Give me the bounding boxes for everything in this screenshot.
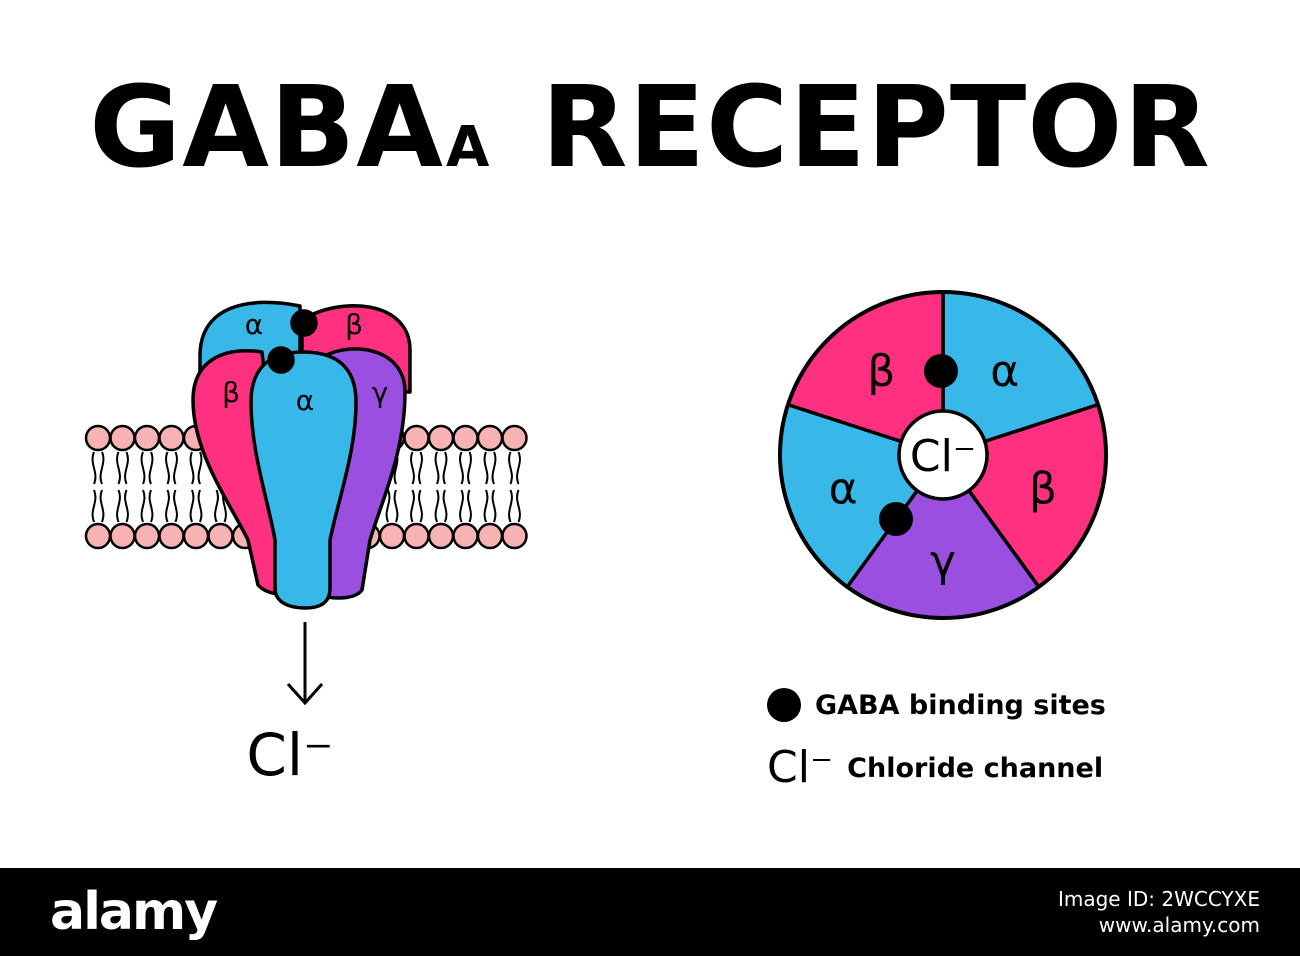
image-id-label: Image ID: 2WCCYXE <box>1057 887 1260 911</box>
lipid-molecule <box>109 424 136 485</box>
site-url: www.alamy.com <box>1098 913 1260 937</box>
lipid-molecule <box>158 489 185 550</box>
label-beta-top: β <box>345 308 363 341</box>
lipid-molecule <box>403 424 430 485</box>
lipid-molecule <box>452 424 479 485</box>
lipid-molecule <box>476 424 504 485</box>
subunit-alpha-front <box>249 350 358 610</box>
lipid-molecule <box>403 489 430 550</box>
pie-segment-label: β <box>867 346 895 397</box>
binding-site-dot-icon <box>767 688 801 722</box>
footer-image-id: Image ID: 2WCCYXE www.alamy.com <box>1058 886 1260 938</box>
chloride-channel-pore <box>897 409 989 501</box>
pore-label: Cl⁻ <box>910 431 976 482</box>
lipid-molecule <box>427 489 455 550</box>
legend-chloride-channel: Cl⁻ Chloride channel <box>767 746 1103 790</box>
label-alpha-front: α <box>296 384 314 417</box>
pie-outline <box>778 290 1108 620</box>
pie-segment-label: β <box>1029 463 1057 514</box>
gaba-binding-site-front <box>267 346 295 374</box>
gaba-binding-site <box>879 502 913 536</box>
chloride-ion-label: Cl⁻ <box>246 721 333 789</box>
chloride-symbol: Cl⁻ <box>767 742 834 793</box>
pie-segment-label: α <box>990 346 1019 397</box>
footer-logo: alamy <box>50 882 218 942</box>
lipid-molecule <box>427 424 455 485</box>
receptor-side-view <box>191 300 412 610</box>
lipid-molecule <box>378 489 406 550</box>
legend-binding-sites-text: GABA binding sites <box>815 689 1106 721</box>
title-rest: RECEPTOR <box>541 63 1211 193</box>
gaba-binding-site-top <box>290 309 318 337</box>
gaba-binding-site <box>924 354 958 388</box>
footer-bar: alamy Image ID: 2WCCYXE www.alamy.com <box>0 868 1300 956</box>
pie-segment-label: γ <box>930 536 956 587</box>
label-beta-front: β <box>222 376 240 409</box>
lipid-molecule <box>501 489 528 550</box>
title-main: GABA <box>89 63 444 193</box>
lipid-molecule <box>501 424 528 485</box>
lipid-molecule <box>452 489 479 550</box>
label-alpha-top: α <box>245 308 263 341</box>
legend-chloride-channel-text: Chloride channel <box>847 752 1104 784</box>
lipid-molecule <box>158 424 185 485</box>
lipid-molecule <box>84 489 112 550</box>
lipid-molecule <box>84 424 112 485</box>
lipid-molecule <box>133 424 161 485</box>
lipid-molecule <box>182 489 210 550</box>
lipid-molecule <box>133 489 161 550</box>
pie-segment-label: α <box>829 463 858 514</box>
chloride-flow-arrow <box>286 622 324 706</box>
lipid-molecule <box>109 489 136 550</box>
label-gamma-front: γ <box>372 376 389 409</box>
title-subscript: A <box>445 115 490 180</box>
legend-binding-sites: GABA binding sites <box>767 688 1106 722</box>
lipid-molecule <box>476 489 504 550</box>
